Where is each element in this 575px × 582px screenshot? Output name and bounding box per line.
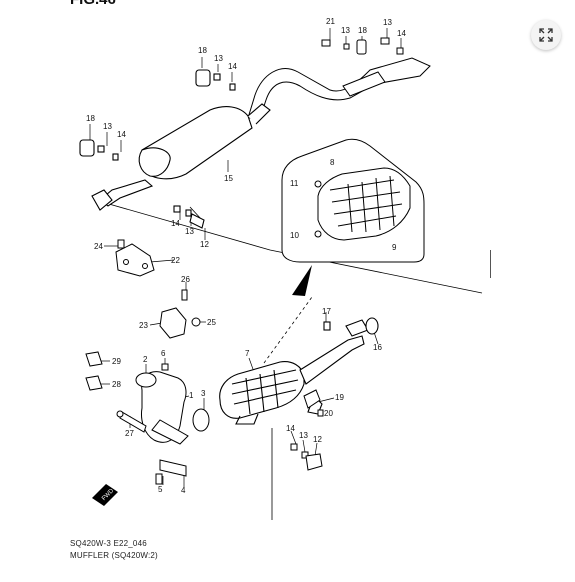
- part-callouts: 21 13 18 13 14 18 13 14 18 13 14 15 8 11…: [86, 17, 406, 495]
- lower-hangers: [290, 389, 324, 471]
- callout: 25: [207, 318, 216, 327]
- tail-pipe-assembly: [247, 37, 431, 119]
- callout: 14: [228, 62, 237, 71]
- callout: 13: [214, 54, 223, 63]
- callout: 14: [171, 219, 180, 228]
- callout: 28: [112, 380, 121, 389]
- callout: 14: [286, 424, 295, 433]
- callout: 20: [324, 409, 333, 418]
- callout: 18: [358, 26, 367, 35]
- callout: 6: [161, 349, 166, 358]
- pointer-arrow: [292, 265, 312, 296]
- figure-header: FIG.46: [70, 0, 116, 8]
- diagram-title: MUFFLER (SQ420W:2): [70, 551, 158, 560]
- bracket-22: [115, 239, 155, 277]
- front-pipe: [85, 351, 210, 485]
- callout: 27: [125, 429, 134, 438]
- callout: 1: [189, 391, 194, 400]
- callout: 23: [139, 321, 148, 330]
- catalytic-converter: [219, 317, 379, 425]
- callout: 13: [299, 431, 308, 440]
- callout: 19: [335, 393, 344, 402]
- bracket-23: [159, 289, 201, 339]
- callout: 24: [94, 242, 103, 251]
- callout: 5: [158, 485, 163, 494]
- callout: 4: [181, 486, 186, 495]
- callout: 11: [290, 179, 299, 188]
- callout: 14: [397, 29, 406, 38]
- callout: 29: [112, 357, 121, 366]
- callout: 10: [290, 231, 299, 240]
- callout: 13: [383, 18, 392, 27]
- diagram-code: SQ420W-3 E22_046: [70, 539, 147, 548]
- callout: 13: [185, 227, 194, 236]
- callout: 12: [313, 435, 322, 444]
- callout: 18: [86, 114, 95, 123]
- scroll-marker: [490, 250, 491, 278]
- callout: 12: [200, 240, 209, 249]
- callout: 21: [326, 17, 335, 26]
- callout: 2: [143, 355, 148, 364]
- heat-shield: [314, 167, 411, 241]
- callout: 17: [322, 307, 331, 316]
- oxygen-sensor: [116, 410, 147, 433]
- expand-arrows-icon: [539, 28, 553, 42]
- forward-arrow-icon: FWD: [92, 484, 118, 506]
- callout: 16: [373, 343, 382, 352]
- callout: 8: [330, 158, 335, 167]
- callout: 15: [224, 174, 233, 183]
- callout: 26: [181, 275, 190, 284]
- callout: 18: [198, 46, 207, 55]
- callout: 13: [341, 26, 350, 35]
- callout: 9: [392, 243, 397, 252]
- callout: 3: [201, 389, 206, 398]
- callout: 14: [117, 130, 126, 139]
- center-muffler: [79, 69, 271, 229]
- callout: 13: [103, 122, 112, 131]
- callout: 7: [245, 349, 250, 358]
- expand-button[interactable]: [531, 20, 561, 50]
- callout: 22: [171, 256, 180, 265]
